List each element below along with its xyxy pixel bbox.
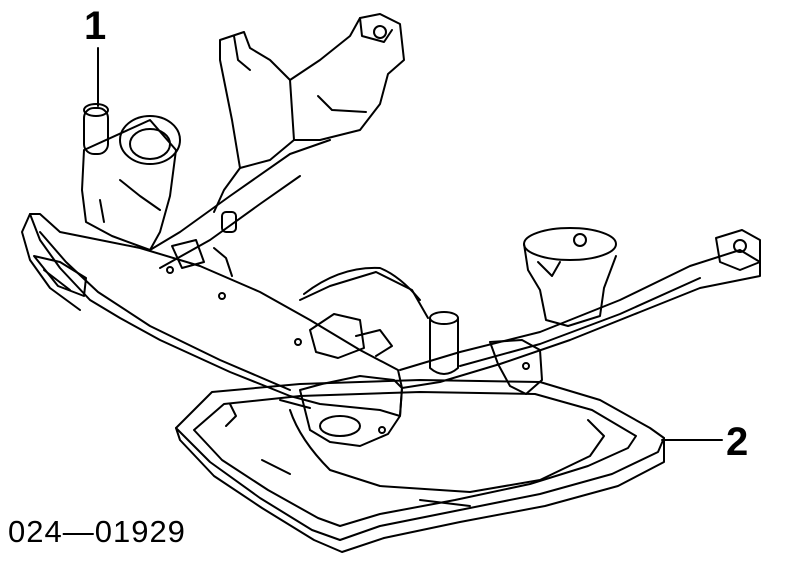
- right-strut-tower: [523, 227, 761, 327]
- left-strut-tower: [81, 103, 181, 251]
- left-lower-mount: [279, 375, 403, 447]
- callout-label-2: 2: [726, 420, 749, 464]
- diagram-part-code: 024—01929: [8, 514, 186, 549]
- subframe-rear-arch: [213, 13, 405, 213]
- callout-label-1: 1: [84, 4, 107, 48]
- rear-transverse-arm: [399, 249, 761, 395]
- upper-diagonal-rail: [149, 139, 331, 277]
- centre-mount: [299, 266, 459, 375]
- front-crossmember: [21, 213, 403, 417]
- reinforcement-plate-drawing: [175, 379, 665, 553]
